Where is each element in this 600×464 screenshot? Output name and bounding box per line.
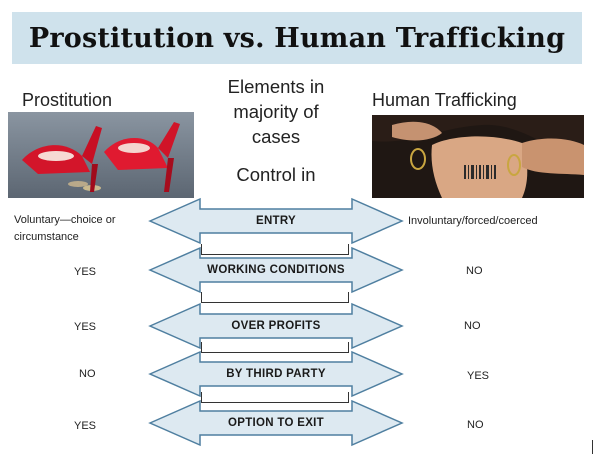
left-column-heading: Prostitution — [22, 90, 113, 110]
row-working-left: YES — [74, 266, 97, 278]
row-third-party-right: YES — [467, 370, 490, 382]
double-arrow-working-conditions: WORKING CONDITIONS — [148, 246, 404, 294]
double-arrow-entry: ENTRY — [148, 197, 404, 245]
arrow-connector — [201, 342, 349, 353]
arrow-connector — [201, 392, 349, 403]
text-cursor — [592, 440, 593, 454]
row-label-entry: ENTRY — [255, 215, 297, 227]
row-label-over-profits: OVER PROFITS — [231, 320, 321, 332]
row-exit-right: NO — [467, 419, 484, 431]
middle-heading: Elements in majority of cases — [198, 74, 354, 149]
row-entry-left-line: circumstance — [14, 231, 79, 243]
arrow-connector — [201, 244, 349, 255]
row-profits-left: YES — [74, 321, 97, 333]
title-bar: Prostitution vs. Human Trafficking — [12, 12, 582, 64]
arrow-connector — [201, 292, 349, 303]
row-label-option-to-exit: OPTION TO EXIT — [228, 417, 324, 429]
row-exit-left: YES — [74, 420, 97, 432]
barcode-tattoo-photo — [372, 115, 584, 198]
row-third-party-left: NO — [79, 368, 96, 380]
double-arrow-icon — [148, 302, 404, 350]
row-working-right: NO — [466, 265, 483, 277]
double-arrow-over-profits: OVER PROFITS — [148, 302, 404, 350]
row-label-working-conditions: WORKING CONDITIONS — [207, 264, 345, 276]
row-label-third-party: BY THIRD PARTY — [226, 368, 326, 380]
red-high-heels-photo — [8, 112, 194, 198]
right-column-heading: Human Trafficking — [372, 90, 517, 110]
double-arrow-icon — [148, 197, 404, 245]
double-arrow-icon — [148, 399, 404, 447]
slide-title: Prostitution vs. Human Trafficking — [28, 22, 566, 54]
row-entry-left-line: Voluntary—choice or — [14, 214, 116, 226]
double-arrow-option-to-exit: OPTION TO EXIT — [148, 399, 404, 447]
row-entry-right: Involuntary/forced/coerced — [408, 215, 538, 227]
middle-heading-line: cases — [251, 126, 301, 147]
double-arrow-icon — [148, 246, 404, 294]
double-arrow-third-party: BY THIRD PARTY — [148, 350, 404, 398]
row-profits-right: NO — [464, 320, 481, 332]
row-entry-left: Voluntary—choice or circumstance — [14, 212, 154, 246]
control-in-label: Control in — [236, 164, 316, 185]
middle-heading-line: majority of — [233, 101, 319, 122]
double-arrow-icon — [148, 350, 404, 398]
middle-heading-line: Elements in — [227, 76, 325, 97]
